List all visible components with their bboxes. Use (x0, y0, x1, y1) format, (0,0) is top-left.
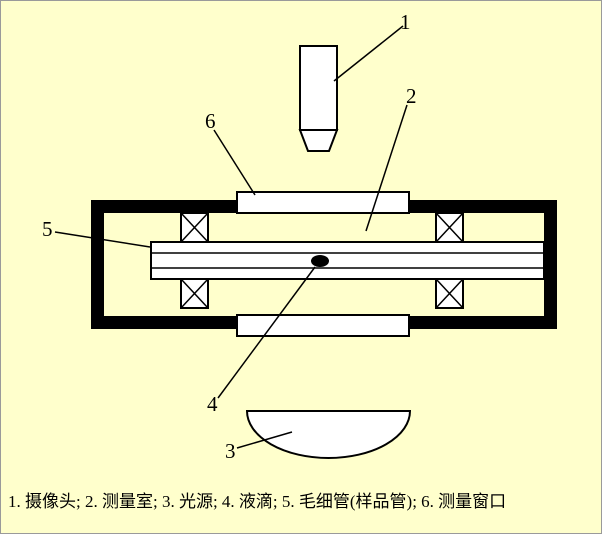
seal-box-bottom-left (180, 278, 209, 309)
leader-line-window (213, 129, 256, 196)
label-6-window: 6 (205, 109, 216, 133)
liquid-droplet (311, 255, 329, 267)
leader-line-chamber (365, 104, 408, 232)
label-5-capillary: 5 (42, 217, 53, 241)
camera-body (299, 45, 338, 131)
seal-box-top-right (435, 212, 464, 243)
seal-box-top-left (180, 212, 209, 243)
camera-lens-taper (298, 129, 339, 152)
leader-line-capillary (54, 231, 151, 248)
label-2-chamber: 2 (406, 84, 417, 108)
capillary-tube (150, 241, 545, 280)
leader-line-light-source (236, 431, 293, 449)
leader-line-camera (333, 25, 404, 82)
label-4-droplet: 4 (207, 392, 218, 416)
leader-line-droplet (217, 266, 316, 399)
measurement-window-top (236, 191, 410, 214)
measurement-window-bottom (236, 314, 410, 337)
measurement-chamber-wall (91, 200, 557, 329)
light-source-dome (245, 410, 412, 459)
label-1-camera: 1 (400, 10, 411, 34)
legend-caption: 1. 摄像头; 2. 测量室; 3. 光源; 4. 液滴; 5. 毛细管(样品管… (8, 492, 507, 511)
seal-box-bottom-right (435, 278, 464, 309)
label-3-light-source: 3 (225, 439, 236, 463)
